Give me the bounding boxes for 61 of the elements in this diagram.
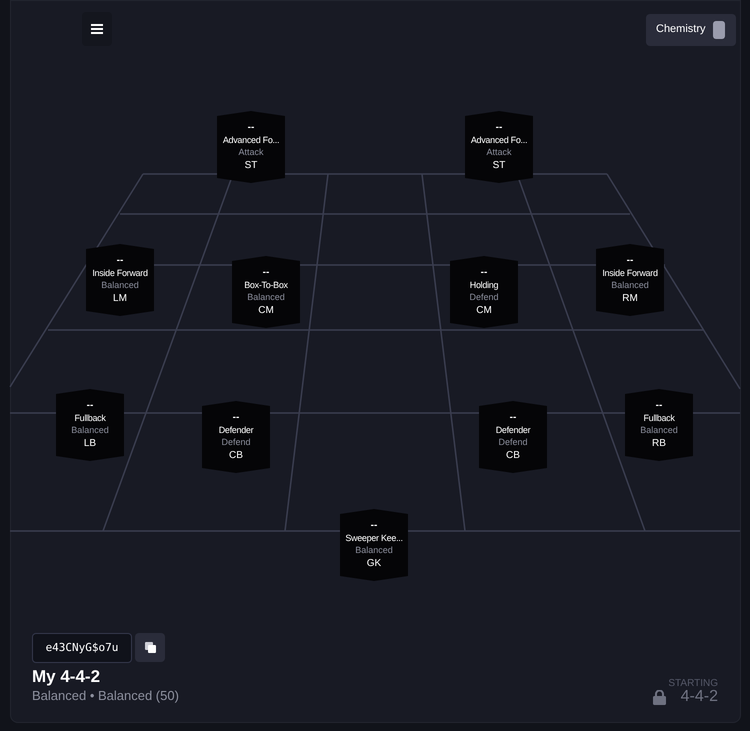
- player-card: [202, 401, 270, 473]
- role-name: Box-To-Box: [244, 279, 288, 291]
- player-card: [465, 111, 533, 183]
- empty-rating: --: [656, 400, 662, 412]
- role-name: Defender: [496, 424, 530, 436]
- position-label: RM: [622, 293, 638, 305]
- position-label: RB: [652, 438, 666, 450]
- role-name: Advanced Fo...: [470, 134, 528, 146]
- empty-rating: --: [626, 255, 634, 267]
- player-card: [56, 389, 124, 461]
- focus-label: Defend: [498, 436, 528, 448]
- player-card: [596, 244, 664, 316]
- focus-label: Balanced: [71, 424, 109, 436]
- player-card: [217, 111, 285, 183]
- focus-label: Balanced: [640, 424, 678, 436]
- player-card: [625, 389, 693, 461]
- position-label: LM: [113, 293, 127, 305]
- focus-label: Defend: [469, 291, 499, 303]
- role-name: Fullback: [74, 412, 106, 424]
- player-card: [232, 256, 300, 328]
- role-name: Defender: [218, 424, 254, 436]
- chemistry-label: Chemistry: [656, 23, 706, 35]
- code-field: e43CNyG$o7u: [32, 633, 132, 663]
- role-name: Holding: [470, 279, 498, 291]
- player-card: [340, 509, 408, 581]
- position-label: ST: [244, 160, 258, 172]
- focus-label: Balanced: [247, 291, 285, 303]
- position-label: LB: [84, 438, 96, 450]
- position-label: CM: [476, 305, 492, 317]
- focus-label: Balanced: [101, 279, 139, 291]
- player-card: [450, 256, 518, 328]
- empty-rating: --: [496, 122, 502, 134]
- focus-label: Balanced: [611, 279, 649, 291]
- focus-label: Attack: [238, 146, 264, 158]
- empty-rating: --: [510, 412, 516, 424]
- player-card: [479, 401, 547, 473]
- lineup-subtitle: Balanced • Balanced (50): [32, 688, 179, 703]
- position-label: CM: [258, 305, 274, 317]
- empty-rating: --: [262, 267, 270, 279]
- position-label: CB: [506, 450, 520, 462]
- empty-rating: --: [232, 412, 240, 424]
- formation-label: 4-4-2: [680, 688, 718, 706]
- role-name: Inside Forward: [92, 267, 148, 279]
- focus-label: Defend: [221, 436, 251, 448]
- empty-rating: --: [480, 267, 488, 279]
- position-label: ST: [492, 160, 506, 172]
- empty-rating: --: [370, 520, 378, 532]
- lineup-title: My 4-4-2: [32, 667, 100, 687]
- empty-rating: --: [86, 400, 94, 412]
- starting-label: STARTING: [668, 678, 718, 689]
- focus-label: Balanced: [355, 544, 393, 556]
- role-name: Advanced Fo...: [222, 134, 280, 146]
- role-name: Fullback: [643, 412, 675, 424]
- player-card: [86, 244, 154, 316]
- focus-label: Attack: [486, 146, 512, 158]
- empty-rating: --: [116, 255, 124, 267]
- empty-rating: --: [248, 122, 254, 134]
- position-label: GK: [366, 558, 382, 570]
- role-name: Sweeper Kee...: [345, 532, 403, 544]
- role-name: Inside Forward: [602, 267, 658, 279]
- position-label: CB: [229, 450, 243, 462]
